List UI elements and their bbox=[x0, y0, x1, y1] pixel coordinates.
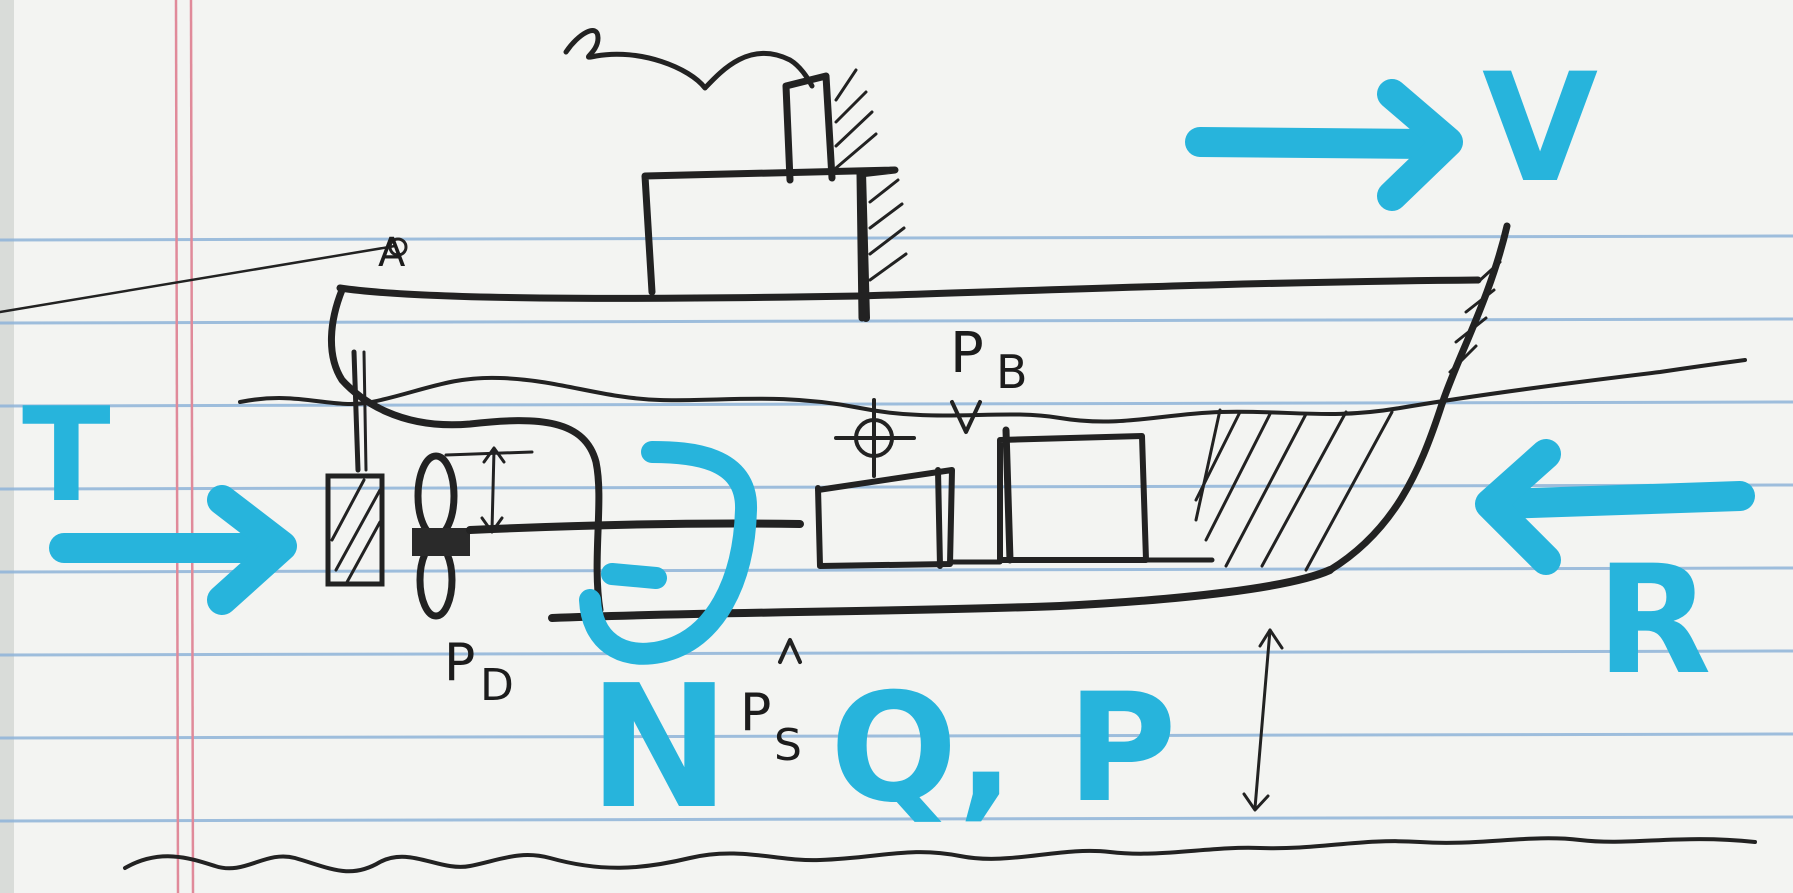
bow-stem bbox=[1326, 222, 1511, 574]
ruled-line bbox=[0, 234, 1793, 242]
centre-of-gravity-icon bbox=[834, 398, 916, 478]
torque-power-label: Q, P bbox=[830, 662, 1177, 836]
bow-hatching bbox=[1448, 260, 1502, 374]
rudder-hatching bbox=[330, 478, 382, 586]
smoke-plume bbox=[563, 28, 815, 91]
rudder-stock-2 bbox=[362, 350, 368, 472]
paper-shadow-left bbox=[0, 0, 14, 893]
deckhouse-hatching bbox=[868, 178, 908, 282]
ruled-line bbox=[0, 732, 1793, 740]
gearbox-side bbox=[935, 467, 943, 569]
clearance-arrow bbox=[1242, 628, 1284, 812]
rudder-stock bbox=[351, 349, 361, 473]
main-deck bbox=[336, 276, 1482, 302]
rotation-arrow bbox=[579, 441, 757, 665]
stern-post bbox=[328, 286, 604, 614]
velocity-arrow bbox=[1185, 79, 1463, 211]
rudder bbox=[325, 473, 385, 587]
main-engine-side bbox=[1002, 426, 1014, 564]
seabed-line bbox=[123, 836, 1757, 874]
delivered-power-label: P bbox=[444, 633, 475, 693]
margin-line bbox=[174, 0, 180, 893]
margin-lines bbox=[174, 0, 195, 893]
fore-peak-hatching bbox=[1194, 410, 1394, 572]
ruled-line bbox=[0, 649, 1793, 657]
brake-power-label: P bbox=[950, 321, 984, 386]
pb-arrow bbox=[950, 400, 982, 434]
point-a-marker bbox=[388, 237, 408, 257]
shaft-power-subscript: S bbox=[774, 720, 802, 771]
margin-line bbox=[189, 0, 195, 893]
delivered-power-subscript: D bbox=[480, 660, 514, 711]
brake-power-subscript: B bbox=[996, 345, 1028, 399]
thrust-arrow bbox=[49, 485, 297, 615]
shaft-power-label: P bbox=[740, 683, 771, 743]
velocity-label: V bbox=[1482, 42, 1598, 216]
resistance-arrow bbox=[1475, 439, 1755, 575]
ruled-line bbox=[0, 400, 1793, 408]
immersion-arrow bbox=[444, 446, 534, 534]
ruled-line bbox=[0, 317, 1793, 325]
fore-peak bbox=[1194, 408, 1222, 522]
thrust-label: T bbox=[22, 379, 111, 531]
propeller bbox=[412, 452, 470, 620]
funnel bbox=[782, 72, 836, 184]
ruled-lines bbox=[0, 234, 1793, 823]
ps-arrow bbox=[778, 638, 802, 664]
point-a-label: A bbox=[378, 230, 406, 276]
engine-base bbox=[947, 557, 1215, 565]
rotation-speed-label: N bbox=[588, 649, 730, 847]
ruled-line bbox=[0, 815, 1793, 823]
keel bbox=[548, 566, 1334, 622]
funnel-hatching bbox=[834, 68, 878, 170]
waterline bbox=[238, 358, 1747, 424]
tow-line bbox=[0, 244, 397, 314]
resistance-label: R bbox=[1596, 534, 1712, 708]
ruled-line bbox=[0, 566, 1793, 574]
